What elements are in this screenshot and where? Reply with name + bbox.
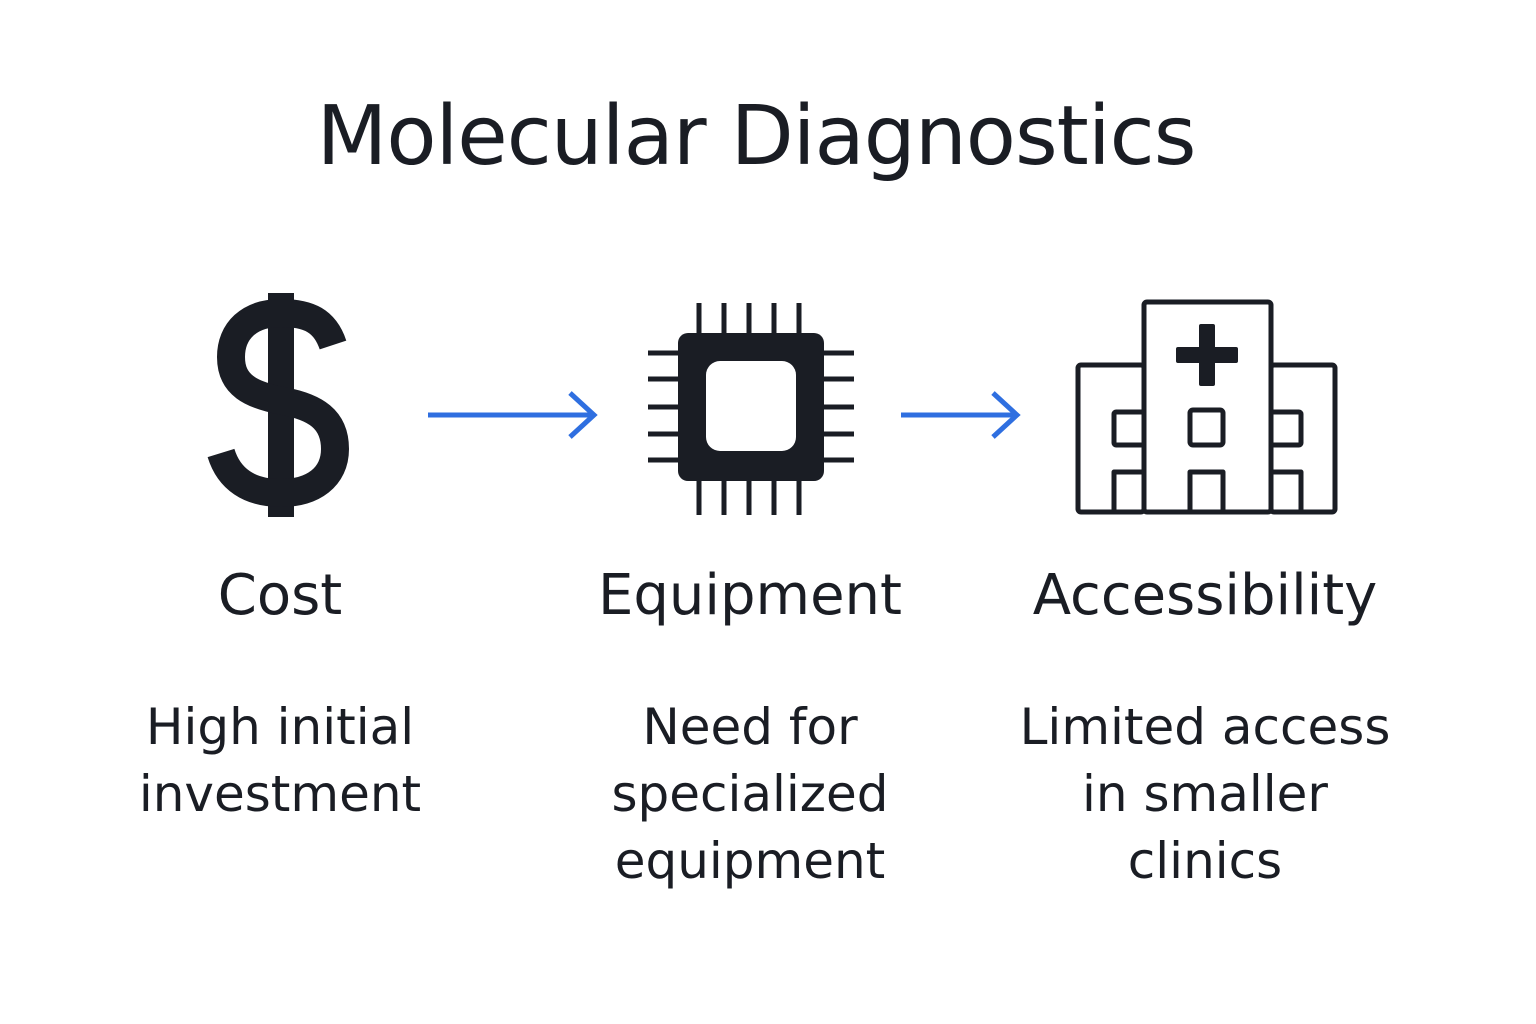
step-description-accessibility: Limited access in smaller clinics	[1019, 698, 1391, 890]
step-label-equipment: Equipment	[598, 563, 902, 628]
hospital-icon	[1075, 299, 1338, 515]
microchip-icon	[648, 303, 854, 515]
step-description-cost: High initial investment	[138, 698, 422, 823]
dollar-icon	[207, 293, 350, 517]
step-label-accessibility: Accessibility	[1032, 563, 1378, 628]
arrow-right-icon	[901, 391, 1021, 439]
step-description-equipment: Need for specialized equipment	[611, 698, 889, 890]
step-label-cost: Cost	[217, 563, 343, 628]
arrow-right-icon	[428, 391, 598, 439]
page-title: Molecular Diagnostics	[316, 89, 1197, 184]
